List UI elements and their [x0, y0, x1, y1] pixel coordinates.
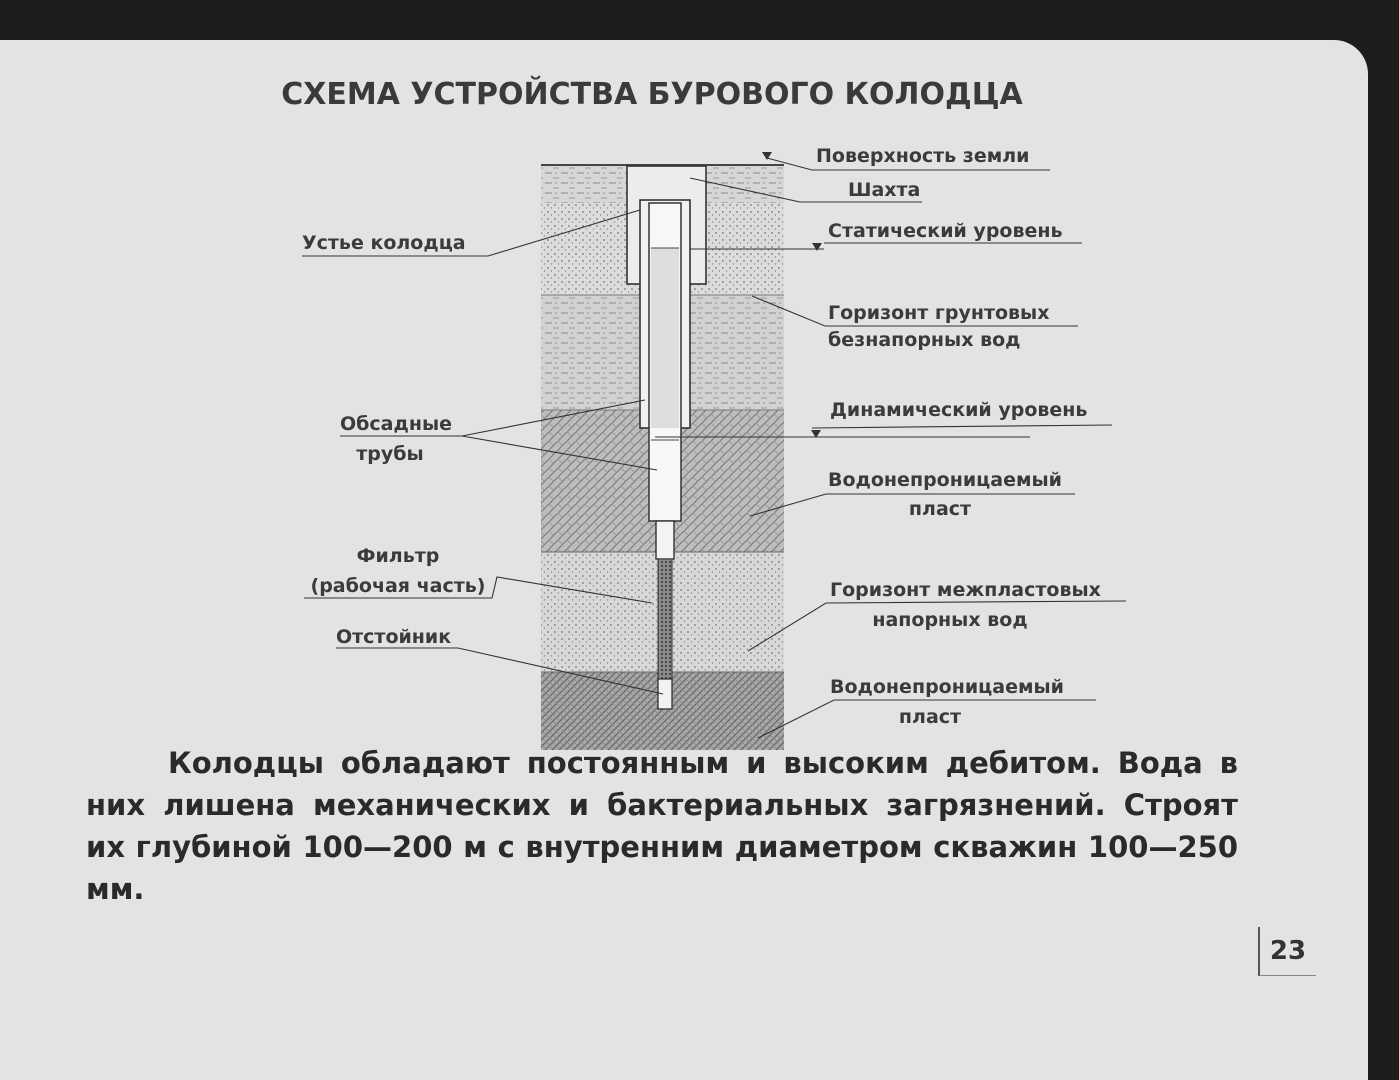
description-text: Колодцы обладают постоянным и высоким де… [86, 746, 1238, 906]
label-impermeable-2a: Водонепроницаемый [830, 676, 1064, 698]
casing-pipe [639, 199, 691, 560]
label-groundwater-1: Горизонт грунтовых [828, 302, 1050, 324]
surface-arrow-icon [762, 152, 772, 160]
label-sump: Отстойник [336, 626, 451, 648]
filter [657, 558, 673, 680]
label-static-level: Статический уровень [828, 220, 1063, 242]
label-filter-2: (рабочая часть) [311, 575, 486, 597]
label-casing-1: Обсадные [340, 413, 452, 435]
lower-casing [655, 520, 675, 560]
leader-lines-right [689, 157, 1127, 739]
label-ground-surface: Поверхность земли [816, 145, 1030, 167]
label-interstratal-1: Горизонт межпластовых [830, 579, 1101, 601]
label-wellhead: Устье колодца [302, 232, 466, 254]
sump [657, 678, 673, 710]
dynamic-level-marker [655, 430, 1030, 438]
label-impermeable-1a: Водонепроницаемый [828, 469, 1062, 491]
label-casing-2: трубы [356, 443, 423, 465]
level-arrow-icon [812, 243, 822, 251]
label-groundwater-2: безнапорных вод [828, 329, 1021, 351]
static-level-marker [690, 243, 824, 251]
leader-lines-left [302, 209, 664, 695]
label-impermeable-2b: пласт [899, 706, 961, 728]
level-arrow-icon [811, 430, 821, 438]
page-number: 23 [1258, 927, 1316, 976]
label-shaft: Шахта [848, 179, 920, 201]
label-impermeable-1b: пласт [909, 498, 971, 520]
water-column [651, 248, 679, 428]
page-title: СХЕМА УСТРОЙСТВА БУРОВОГО КОЛОДЦА [281, 76, 1023, 112]
label-dynamic-level: Динамический уровень [830, 399, 1087, 421]
label-interstratal-2: напорных вод [872, 609, 1027, 631]
label-filter-1: Фильтр [357, 545, 440, 567]
